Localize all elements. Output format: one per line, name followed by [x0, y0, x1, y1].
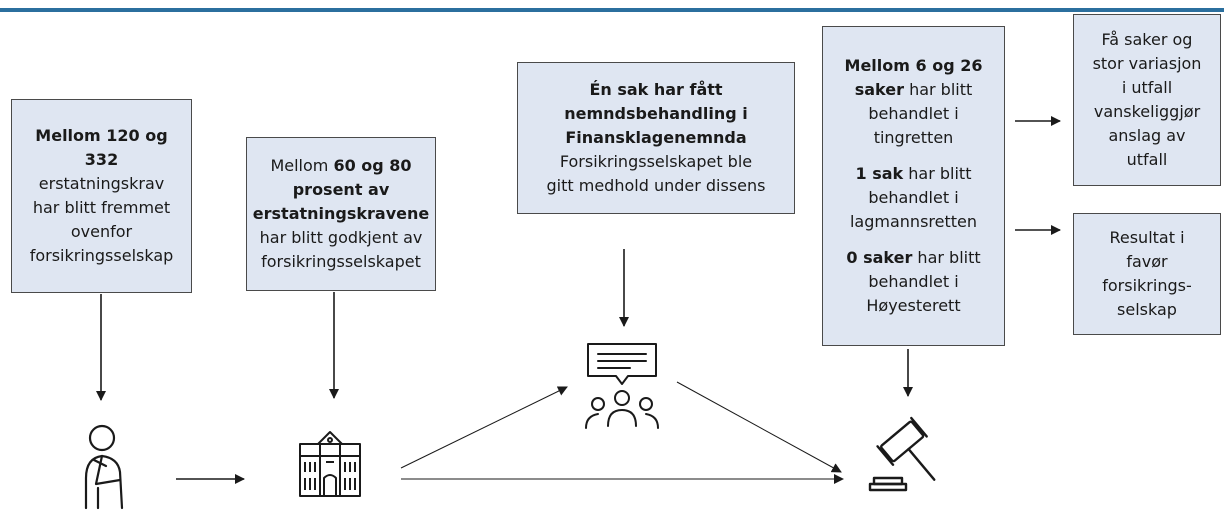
approved-line-1: Mellom 60 og 80 — [270, 156, 412, 175]
result-line-3: forsikrings- — [1102, 276, 1192, 295]
courts-hoyesterett: 0 saker har blitt behandlet i Høyesteret… — [846, 246, 980, 318]
courts-p2-line-3: lagmannsretten — [849, 212, 977, 231]
board-line-4: Forsikringsselskapet ble — [559, 152, 753, 171]
approved-line-3: erstatningskravene — [252, 204, 430, 223]
result-line-1: Resultat i — [1109, 228, 1185, 247]
variation-line-3: i utfall — [1121, 78, 1173, 97]
claims-line-5: ovenfor — [70, 222, 133, 241]
claims-line-1: Mellom 120 og — [35, 126, 168, 145]
courts-p2-line-2: behandlet i — [868, 188, 959, 207]
variation-line-6: utfall — [1126, 150, 1168, 169]
claims-line-4: har blitt fremmet — [32, 198, 171, 217]
claims-box: Mellom 120 og 332 erstatningskrav har bl… — [11, 99, 192, 293]
courts-p3-line-1: 0 saker har blitt — [846, 248, 981, 267]
gavel-icon — [868, 416, 936, 492]
variation-box: Få saker og stor variasjon i utfall vans… — [1073, 14, 1221, 186]
board-line-1: Én sak har fått — [589, 80, 723, 99]
courts-p3-line-3: Høyesterett — [866, 296, 961, 315]
courts-p1-line-4: tingretten — [873, 128, 954, 147]
top-accent-bar — [0, 8, 1224, 12]
courts-p1-line-3: behandlet i — [868, 104, 959, 123]
claims-line-6: forsikringsselskap — [29, 246, 174, 265]
courts-tingretten: Mellom 6 og 26 saker har blitt behandlet… — [845, 54, 983, 150]
building-icon — [299, 431, 361, 497]
approved-line-5: forsikringsselskapet — [261, 252, 421, 271]
courts-p1-line-1: Mellom 6 og 26 — [844, 56, 983, 75]
variation-line-2: stor variasjon — [1092, 54, 1202, 73]
result-box: Resultat i favør forsikrings- selskap — [1073, 213, 1221, 335]
board-box: Én sak har fått nemndsbehandling i Finan… — [517, 62, 795, 214]
courts-p2-line-1: 1 sak har blitt — [855, 164, 972, 183]
board-line-3: Finansklagenemnda — [565, 128, 747, 147]
approved-line-4: har blitt godkjent av — [259, 228, 423, 247]
board-line-2: nemndsbehandling i — [564, 104, 748, 123]
variation-line-1: Få saker og — [1101, 30, 1193, 49]
injured-person-icon — [84, 424, 124, 510]
approved-line-2: prosent av — [292, 180, 390, 199]
variation-line-5: anslag av — [1108, 126, 1186, 145]
variation-line-4: vanskeliggjør — [1093, 102, 1201, 121]
claims-line-2: 332 — [84, 150, 119, 169]
result-line-2: favør — [1126, 252, 1168, 271]
meeting-discussion-icon — [585, 343, 659, 429]
claims-line-3: erstatningskrav — [38, 174, 165, 193]
courts-p1-line-2: saker har blitt — [854, 80, 973, 99]
courts-p3-line-2: behandlet i — [868, 272, 959, 291]
approved-box: Mellom 60 og 80 prosent av erstatningskr… — [246, 137, 436, 291]
result-line-4: selskap — [1117, 300, 1177, 319]
board-line-5: gitt medhold under dissens — [546, 176, 766, 195]
arrow-board-to-court — [676, 381, 842, 473]
courts-box: Mellom 6 og 26 saker har blitt behandlet… — [822, 26, 1005, 346]
arrow-company-to-board — [400, 386, 568, 469]
courts-lagmannsretten: 1 sak har blitt behandlet i lagmannsrett… — [850, 162, 977, 234]
